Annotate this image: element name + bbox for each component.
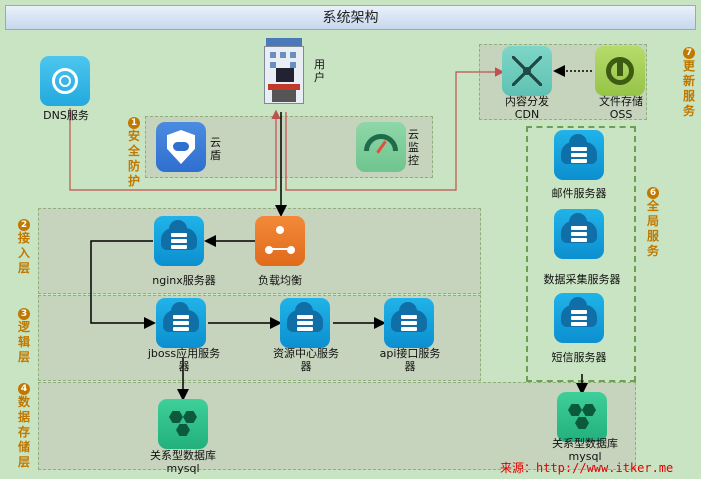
dns-to-user-line (69, 108, 281, 191)
dns-label: DNS服务 (43, 109, 89, 122)
resource-center-server-icon (280, 298, 330, 348)
user-to-cdn-line (285, 67, 505, 191)
nginx-to-jboss-line (90, 240, 156, 329)
mail-server-label: 邮件服务器 (551, 187, 607, 200)
user-label: 用 户 (314, 58, 325, 84)
jboss-server-icon (156, 298, 206, 348)
user-building-icon (262, 38, 306, 104)
cloud-monitor-icon (356, 122, 406, 172)
global-mysql-label: 关系型数据库 mysql (552, 437, 618, 463)
api-server-label: api接口服务 器 (379, 347, 441, 373)
nginx-server-label: nginx服务器 (152, 274, 216, 287)
load-balancer-label: 负载均衡 (258, 274, 302, 287)
dns-icon (40, 56, 90, 106)
data-collect-server-icon (554, 209, 604, 259)
mysql-label: 关系型数据库 mysql (150, 449, 216, 475)
sms-server-icon (554, 293, 604, 343)
oss-icon (595, 46, 645, 96)
data-collect-server-label: 数据采集服务器 (543, 273, 621, 286)
mail-server-icon (554, 130, 604, 180)
cdn-icon (502, 46, 552, 96)
source-watermark[interactable]: 来源：http://www.itker.me (500, 461, 674, 475)
global-services-panel (526, 126, 636, 382)
cloud-shield-label: 云 盾 (210, 136, 221, 162)
cloud-monitor-label: 云 监 控 (408, 128, 419, 167)
sms-server-label: 短信服务器 (551, 351, 607, 364)
api-server-icon (384, 298, 434, 348)
jboss-server-label: jboss应用服务 器 (147, 347, 221, 373)
cloud-shield-icon (156, 122, 206, 172)
storage-layer-panel (38, 382, 636, 470)
oss-label: 文件存储 OSS (599, 95, 643, 121)
diagram-title: 系统架构 (5, 5, 696, 30)
mysql-icon (158, 399, 208, 449)
load-balancer-icon (255, 216, 305, 266)
cdn-label: 内容分发 CDN (505, 95, 549, 121)
global-mysql-icon (557, 392, 607, 442)
nginx-server-icon (154, 216, 204, 266)
resource-center-server-label: 资源中心服务 器 (273, 347, 339, 373)
